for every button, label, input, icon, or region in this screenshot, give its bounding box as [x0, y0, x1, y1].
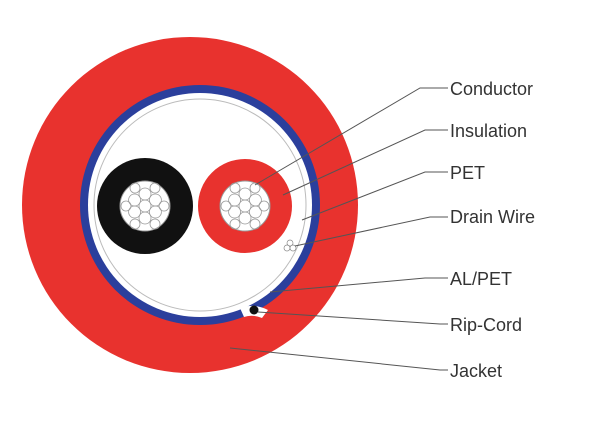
red-insulation-rim [196, 157, 294, 255]
label-jacket: Jacket [450, 361, 503, 381]
rip-cord [249, 305, 259, 315]
label-rip-cord: Rip-Cord [450, 315, 523, 335]
label-al-pet: AL/PET [450, 269, 513, 289]
label-conductor: Conductor [450, 79, 534, 99]
leader-line-jacket [229, 347, 448, 371]
leader-line-drain-wire [294, 216, 448, 247]
label-insulation: Insulation [450, 121, 528, 141]
leader-line-conductor [254, 87, 448, 186]
leader-line-insulation [282, 129, 448, 196]
drain-wire [283, 239, 297, 252]
red-conductor [219, 180, 271, 232]
leader-line-al-pet [269, 277, 448, 293]
leader-line-pet [301, 171, 448, 221]
leader-lines [229, 87, 448, 371]
red-conductor-strands [220, 182, 270, 230]
label-drain-wire: Drain Wire [450, 207, 536, 227]
leader-line-rip-cord [257, 311, 448, 325]
black-conductor-strands [120, 182, 170, 230]
pet-inner-outline [93, 98, 307, 312]
label-pet: PET [450, 163, 486, 183]
black-conductor [119, 180, 171, 232]
